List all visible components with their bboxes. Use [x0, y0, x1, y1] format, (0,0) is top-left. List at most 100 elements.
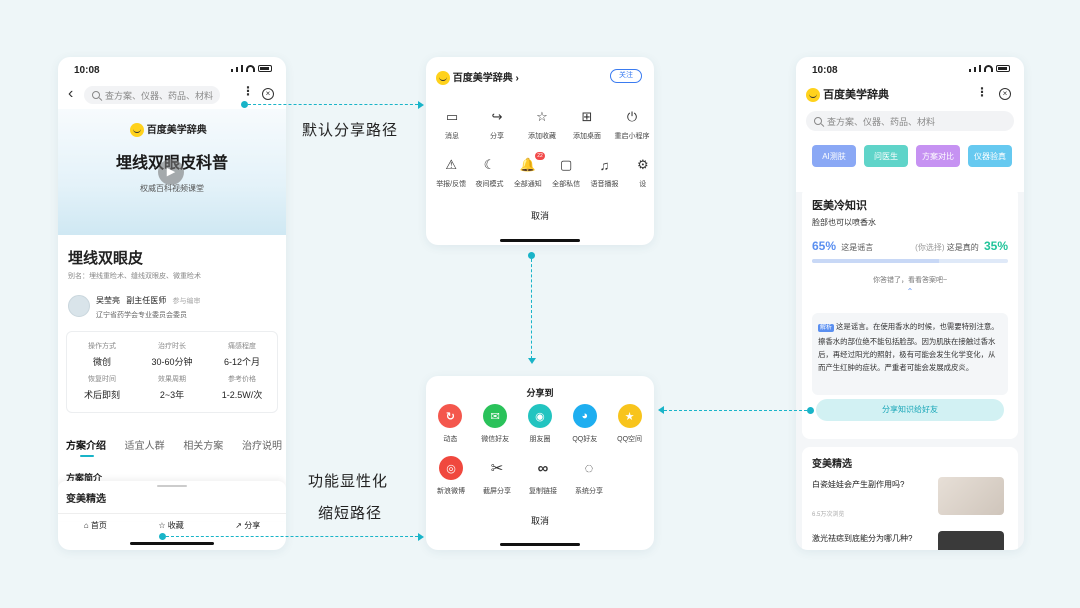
message-icon: ▭: [445, 109, 459, 124]
menu-item-label: 全部私信: [552, 181, 581, 188]
knowledge-card: 医美冷知识 脸部也可以喷香水 65% 这是谣言 (你选择) 这是真的 35% 你…: [802, 187, 1018, 439]
menu-item-power[interactable]: ⏻重启小程序: [612, 109, 652, 141]
share-target-scissors[interactable]: ✂截屏分享: [474, 456, 520, 496]
tab-plan-intro[interactable]: 方案介绍: [66, 441, 106, 452]
doctor-info[interactable]: 吴莹亮 副主任医师 参与编审: [96, 295, 200, 306]
explanation-box: 解析这是谣言。在使用香水的时候，也需要特别注意。擦香水的部位绝不能包括脸部。因为…: [812, 313, 1008, 395]
pick-item-1-title[interactable]: 白瓷娃娃会产生副作用吗?: [812, 480, 905, 489]
tab-related-plans[interactable]: 相关方案: [183, 441, 224, 452]
connector-arrow: [658, 406, 664, 414]
alias-text: 别名：埋线重睑术、缝线双眼皮、微重睑术: [68, 273, 201, 280]
banner-subtitle: 权威百科视频课堂: [140, 184, 204, 193]
status-icons: [231, 65, 272, 72]
feature-tag[interactable]: AI测肤: [812, 145, 856, 167]
brand-logo-icon: [130, 123, 144, 138]
share-target-dynamic[interactable]: ↻动态: [428, 404, 473, 444]
rumor-percent: 65%: [812, 239, 837, 253]
moon-icon: ☾: [483, 157, 496, 172]
share-row-2: ◎新浪微博✂截屏分享∞复制链接◌系统分享: [428, 456, 612, 496]
share-target-moments[interactable]: ◉朋友圈: [518, 404, 563, 444]
home-indicator: [500, 543, 580, 546]
expand-chevron-icon[interactable]: ⌃: [906, 287, 914, 296]
pick-item-1-thumbnail[interactable]: [938, 477, 1004, 515]
share-target-qq[interactable]: ◕QQ好友: [562, 404, 607, 444]
stat-value: 2~3年: [159, 390, 185, 400]
tab-suitable-people[interactable]: 适宜人群: [124, 441, 165, 452]
tab-indicator: [80, 455, 94, 457]
share-target-wechat[interactable]: ✉微信好友: [473, 404, 518, 444]
home-indicator: [500, 239, 580, 242]
share-target-weibo[interactable]: ◎新浪微博: [428, 456, 474, 496]
share-target-label: QQ好友: [572, 436, 598, 443]
close-icon[interactable]: ×: [262, 88, 274, 100]
power-icon: ⏻: [626, 109, 638, 124]
share-knowledge-button[interactable]: 分享知识给好友: [816, 399, 1004, 421]
explanation-text: 这是谣言。在使用香水的时候，也需要特别注意。擦香水的部位绝不能包括脸部。因为肌肤…: [818, 322, 999, 372]
pick-item-2-title[interactable]: 激光祛痣到底能分为哪几种?: [812, 534, 913, 543]
true-label: 这是真的: [946, 243, 979, 252]
grid-icon: ⊞: [581, 109, 593, 124]
menu-item-label: 添加桌面: [573, 133, 601, 140]
tab-bar: 方案介绍 适宜人群 相关方案 治疗说明: [66, 437, 282, 452]
play-icon[interactable]: ▶: [158, 159, 184, 185]
menu-item-star[interactable]: ☆添加收藏: [522, 109, 562, 141]
doctor-avatar[interactable]: [68, 295, 90, 317]
menu-item-report[interactable]: ⚠举报/反馈: [432, 157, 470, 189]
menu-item-message[interactable]: ▭消息: [432, 109, 472, 141]
video-banner[interactable]: 百度美学辞典 埋线双眼皮科普 ▶ 权威百科视频课堂: [58, 109, 286, 235]
sheet-brand[interactable]: 百度美学辞典 ›: [436, 69, 519, 86]
doctor-name: 吴莹亮: [96, 296, 120, 305]
menu-item-moon[interactable]: ☾夜间模式: [470, 157, 508, 189]
more-icon[interactable]: ⋮: [976, 85, 988, 99]
true-result: (你选择) 这是真的 35%: [915, 239, 1008, 253]
pick-item-2-thumbnail[interactable]: [938, 531, 1004, 550]
search-icon: [92, 91, 100, 99]
caption-feature-visible: 功能显性化: [308, 473, 389, 490]
connector-line-vertical: [531, 259, 532, 359]
menu-item-settings[interactable]: ⚙设: [624, 157, 654, 189]
feature-tag[interactable]: 问医生: [864, 145, 908, 167]
wechat-icon: ✉: [483, 404, 508, 428]
stat-value: 6-12个月: [223, 357, 260, 367]
menu-item-headphone[interactable]: ♫语音播报: [585, 157, 623, 189]
menu-item-chat[interactable]: ▢全部私信: [547, 157, 585, 189]
system-share-icon: ◌: [584, 459, 594, 477]
back-icon[interactable]: ‹: [68, 85, 74, 102]
nav-favorite[interactable]: ☆ 收藏: [158, 521, 184, 530]
notification-badge: 22: [535, 152, 545, 160]
share-cancel-button[interactable]: 取消: [530, 516, 549, 526]
tab-treatment-notes[interactable]: 治疗说明: [241, 441, 282, 452]
nav-home[interactable]: ⌂ 首页: [83, 521, 107, 530]
share-target-label: 新浪微博: [437, 488, 465, 495]
nav-share[interactable]: ↗ 分享: [235, 521, 261, 530]
app-brand: 百度美学辞典: [806, 86, 889, 103]
share-sheet-title: 分享到: [526, 388, 554, 398]
feature-tag[interactable]: 方案对比: [916, 145, 960, 167]
share-target-qzone[interactable]: ★QQ空间: [607, 404, 652, 444]
wifi-icon: [246, 65, 255, 72]
share-target-link[interactable]: ∞复制链接: [520, 456, 566, 496]
connector-line-right: [664, 410, 807, 411]
search-input[interactable]: 查方案、仪器、药品、材料: [806, 111, 1014, 131]
share-target-label: 动态: [443, 436, 458, 443]
vote-bar: [812, 259, 1008, 263]
feature-tag[interactable]: 仪器验真: [968, 145, 1012, 167]
menu-item-share-arrow[interactable]: ↪分享: [477, 109, 517, 141]
share-target-label: QQ空间: [617, 436, 643, 443]
bell-icon: 🔔22: [519, 152, 545, 172]
picks-card: 变美精选 白瓷娃娃会产生副作用吗? 6.5万次浏览 激光祛痣到底能分为哪几种?: [802, 447, 1018, 550]
connector-dot: [241, 101, 248, 108]
more-icon[interactable]: ⋮: [242, 84, 254, 98]
follow-button[interactable]: 关注: [610, 69, 642, 83]
search-input[interactable]: 查方案、仪器、药品、材料: [84, 86, 220, 104]
close-icon[interactable]: ×: [999, 88, 1011, 100]
bottom-nav: ⌂ 首页 ☆ 收藏 ↗ 分享: [58, 513, 286, 539]
share-target-system-share[interactable]: ◌系统分享: [566, 456, 612, 496]
menu-item-grid[interactable]: ⊞ 添加桌面: [567, 109, 607, 141]
sheet-handle[interactable]: [157, 485, 187, 487]
menu-cancel-button[interactable]: 取消: [530, 211, 549, 221]
